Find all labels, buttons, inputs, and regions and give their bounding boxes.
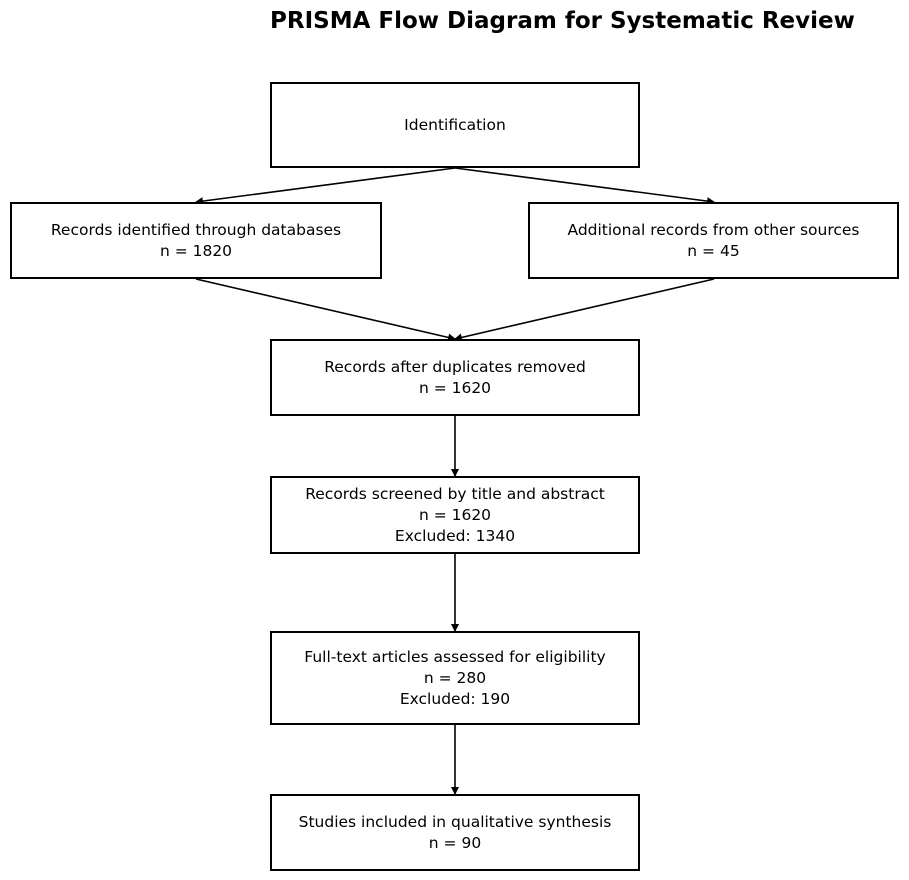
node-identification: Identification: [270, 82, 640, 168]
node-duplicates-removed-count: n = 1620: [418, 378, 492, 397]
edge-identification-to-other-sources: [454, 167, 715, 206]
node-additional-records-count: n = 45: [687, 241, 740, 260]
node-full-text-assessed-count: n = 280: [423, 668, 487, 687]
edge-other-sources-to-duplicates: [454, 278, 715, 342]
node-duplicates-removed: Records after duplicates removed n = 162…: [270, 339, 640, 416]
node-studies-included-label: Studies included in qualitative synthesi…: [298, 812, 612, 831]
node-records-screened-count: n = 1620: [418, 505, 492, 524]
node-studies-included-count: n = 90: [428, 833, 482, 852]
node-records-screened: Records screened by title and abstract n…: [270, 476, 640, 554]
node-records-databases: Records identified through databases n =…: [10, 202, 382, 279]
edge-identification-to-databases: [195, 167, 456, 206]
node-records-screened-excluded: Excluded: 1340: [394, 526, 516, 545]
node-records-databases-count: n = 1820: [159, 241, 233, 260]
diagram-title: PRISMA Flow Diagram for Systematic Revie…: [270, 8, 855, 34]
node-studies-included: Studies included in qualitative synthesi…: [270, 794, 640, 871]
node-full-text-assessed: Full-text articles assessed for eligibil…: [270, 631, 640, 725]
node-identification-label: Identification: [404, 115, 506, 134]
node-duplicates-removed-label: Records after duplicates removed: [324, 357, 586, 376]
node-records-screened-label: Records screened by title and abstract: [305, 484, 605, 503]
node-additional-records: Additional records from other sources n …: [528, 202, 899, 279]
node-full-text-assessed-label: Full-text articles assessed for eligibil…: [304, 647, 606, 666]
node-records-databases-label: Records identified through databases: [50, 220, 342, 239]
node-additional-records-label: Additional records from other sources: [567, 220, 860, 239]
edge-databases-to-duplicates: [195, 278, 456, 342]
node-full-text-assessed-excluded: Excluded: 190: [399, 689, 511, 708]
